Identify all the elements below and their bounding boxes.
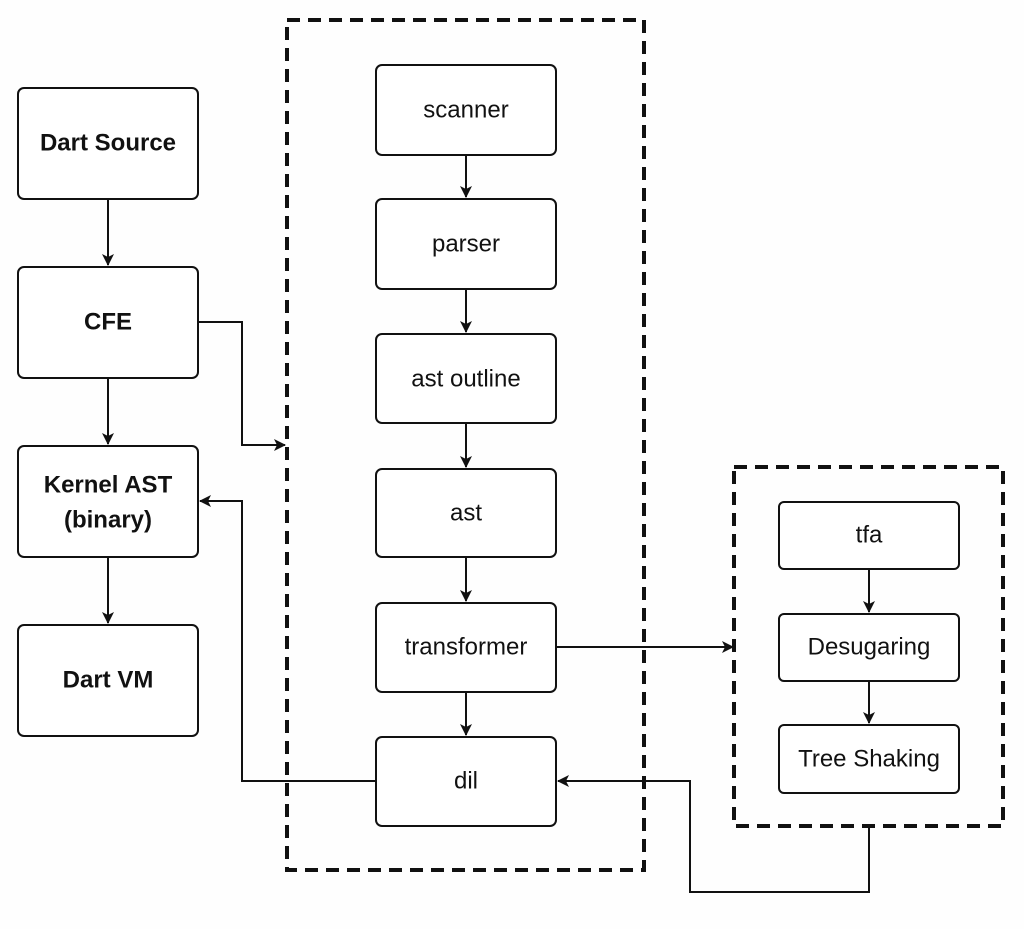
node-dart-source: Dart Source [17,87,199,200]
node-label: Desugaring [808,634,931,661]
edge-dil-to-kernel-ast [199,495,376,782]
node-label: dil [454,768,478,795]
node-parser: parser [375,198,557,290]
node-label: Tree Shaking [798,746,940,773]
node-label: tfa [856,522,883,549]
node-label: Dart Source [40,130,176,157]
node-ast: ast [375,468,557,558]
node-dil: dil [375,736,557,827]
edge-cfe-to-internals-group [198,321,286,451]
transform-passes-group [732,465,1005,828]
node-cfe: CFE [17,266,199,379]
node-label-line2: (binary) [64,507,152,534]
node-scanner: scanner [375,64,557,156]
edge-transform-group-to-dil [557,775,870,893]
node-label: transformer [405,634,528,661]
node-tfa: tfa [778,501,960,570]
node-label-line1: Kernel AST [44,472,173,499]
node-tree-shaking: Tree Shaking [778,724,960,794]
node-kernel-ast: Kernel AST (binary) [17,445,199,558]
node-label: scanner [423,97,508,124]
node-transformer: transformer [375,602,557,693]
node-label: Dart VM [63,667,154,694]
node-label: CFE [84,309,132,336]
cfe-internals-group [285,18,646,872]
node-dart-vm: Dart VM [17,624,199,737]
node-ast-outline: ast outline [375,333,557,424]
node-label: ast [450,500,482,527]
node-label: parser [432,231,500,258]
node-desugaring: Desugaring [778,613,960,682]
node-label: ast outline [411,366,520,393]
